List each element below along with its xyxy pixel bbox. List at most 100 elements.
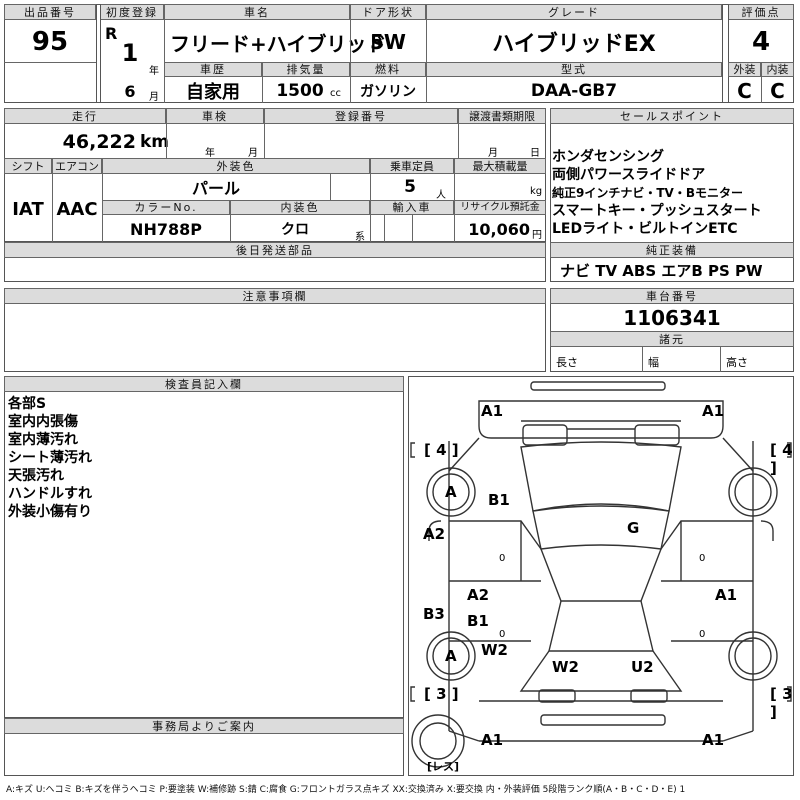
inspector-notes-header: 検査員記入欄	[4, 376, 404, 392]
model-code: DAA-GB7	[530, 80, 618, 101]
selling-points-header: セールスポイント	[550, 108, 794, 124]
score-header: 評価点	[728, 4, 794, 20]
overall-score: 4	[751, 27, 771, 57]
interior-color-suffix: 系	[355, 232, 365, 243]
aircon-header: エアコン	[52, 158, 102, 174]
recycle-fee-header: リサイクル預託金	[454, 200, 546, 215]
capacity-value: 5	[404, 177, 416, 197]
selling-points-list: ホンダセンシング 両側パワースライドドア 純正9インチナビ・TV・Bモニター ス…	[552, 148, 792, 238]
history-header: 車歴	[164, 62, 262, 77]
displacement-unit: cc	[330, 88, 341, 99]
mark-tire-rl: [ 3 ]	[424, 685, 459, 703]
mark-roof: G	[627, 519, 640, 537]
first-reg-header: 初度登録	[100, 4, 164, 20]
inspector-note: 天張汚れ	[8, 468, 64, 484]
mark-center-b1: B1	[467, 612, 489, 630]
mark-right-rear-door: A1	[715, 586, 738, 604]
grade-header: グレード	[426, 4, 722, 20]
selling-point: LEDライト・ビルトインETC	[552, 221, 738, 237]
genuine-equipment-value: ナビ TV ABS エアB PS PW	[560, 262, 763, 280]
selling-point: 両側パワースライドドア	[552, 167, 706, 183]
reg-month: 6	[124, 81, 136, 101]
model-code-header: 型式	[426, 62, 722, 77]
capacity-unit: 人	[436, 190, 446, 201]
reg-year-unit: 年	[149, 66, 159, 77]
mileage-unit: km	[140, 132, 170, 152]
mark-spare-tire: [レス]	[427, 760, 460, 773]
max-load-header: 最大積載量	[454, 158, 546, 174]
damage-legend: A:キズ U:ヘコミ B:キズを伴うヘコミ P:要塗装 W:補修跡 S:錆 C:…	[6, 785, 686, 795]
transfer-month-unit: 月	[488, 148, 498, 159]
interior-grade: C	[770, 78, 785, 103]
interior-color-value: クロ	[281, 222, 309, 238]
spec-width-label: 幅	[648, 356, 659, 369]
inspector-note: 各部S	[8, 396, 47, 412]
mark-tail-u2: U2	[631, 658, 654, 676]
fuel-value: ガソリン	[360, 83, 416, 100]
damage-diagram: A1 A1 [ 4 ] [ 4 ] A B1 G A2 0 0 A2 A1 B3…	[408, 376, 794, 776]
office-notice-header: 事務局よりご案内	[4, 718, 404, 734]
mark-door-zero-right: 0	[699, 553, 706, 564]
car-name: フリード+ハイブリッド	[170, 31, 387, 56]
mark-left-rear-door: B3	[423, 605, 445, 623]
mark-tire-fl: [ 4 ]	[424, 441, 459, 459]
inspection-year-unit: 年	[205, 148, 215, 159]
mark-tail-w2: W2	[552, 658, 579, 676]
car-name-header: 車名	[164, 4, 350, 20]
mark-front-left: A1	[481, 402, 504, 420]
inspector-note: シート薄汚れ	[8, 450, 92, 466]
inspector-note: 外装小傷有り	[8, 504, 92, 520]
selling-point: ホンダセンシング	[552, 149, 664, 165]
mark-rear-w2: W2	[481, 641, 508, 659]
reg-year: 1	[121, 39, 139, 67]
interior-color-header: 内装色	[230, 200, 370, 215]
lot-number-header: 出品番号	[4, 4, 96, 20]
mileage-header: 走行	[4, 108, 166, 124]
color-no-header: カラーNo.	[102, 200, 230, 215]
mark-tire-rr: [ 3 ]	[770, 685, 793, 721]
recycle-fee-value: 10,060	[468, 219, 530, 239]
mark-rear-right: A1	[702, 731, 725, 749]
mark-front-right: A1	[702, 402, 725, 420]
mark-door-zero-left: 0	[499, 553, 506, 564]
transfer-day-unit: 日	[530, 148, 540, 159]
specs-header: 諸元	[550, 331, 794, 347]
door-type: 5W	[370, 30, 406, 54]
transfer-deadline-header: 譲渡書類期限	[458, 108, 546, 124]
mark-hood: B1	[488, 491, 510, 509]
inspection-month-unit: 月	[248, 148, 258, 159]
load-unit: kg	[530, 186, 543, 197]
lot-number: 95	[31, 27, 69, 57]
capacity-header: 乗車定員	[370, 158, 454, 174]
inspector-note: 室内内張傷	[8, 414, 78, 430]
shift-header: シフト	[4, 158, 52, 174]
displacement-header: 排気量	[262, 62, 350, 77]
spec-height-label: 高さ	[726, 356, 748, 369]
mark-left-front-door: A2	[423, 525, 446, 543]
displacement-value: 1500	[276, 80, 324, 101]
inspector-note: ハンドルすれ	[8, 486, 92, 502]
exterior-color-header: 外装色	[102, 158, 370, 174]
aircon-value: AAC	[56, 198, 98, 220]
exterior-grade: C	[737, 78, 752, 103]
car-outline-diagram	[410, 381, 792, 768]
mark-rear-zero-right: 0	[699, 629, 706, 640]
exterior-grade-header: 外装	[728, 62, 761, 77]
recycle-fee-unit: 円	[532, 230, 542, 241]
mark-tire-fr: [ 4 ]	[770, 441, 793, 477]
selling-point: スマートキー・プッシュスタート	[552, 203, 762, 219]
era-letter: R	[105, 24, 118, 43]
spec-length-label: 長さ	[556, 356, 578, 369]
inspector-note: 室内薄汚れ	[8, 432, 78, 448]
fuel-header: 燃料	[350, 62, 426, 77]
color-no-value: NH788P	[130, 219, 202, 239]
import-header: 輸入車	[370, 200, 454, 215]
mark-wheel-fl: A	[445, 483, 457, 501]
mark-wheel-rl: A	[445, 647, 457, 665]
chassis-no-value: 1106341	[623, 306, 721, 330]
inspector-notes-list: 各部S 室内内張傷 室内薄汚れ シート薄汚れ 天張汚れ ハンドルすれ 外装小傷有…	[8, 395, 92, 521]
notes-header: 注意事項欄	[4, 288, 546, 304]
genuine-equipment-header: 純正装備	[550, 242, 794, 258]
vehicle-history: 自家用	[186, 81, 240, 103]
mark-center-a2: A2	[467, 586, 490, 604]
